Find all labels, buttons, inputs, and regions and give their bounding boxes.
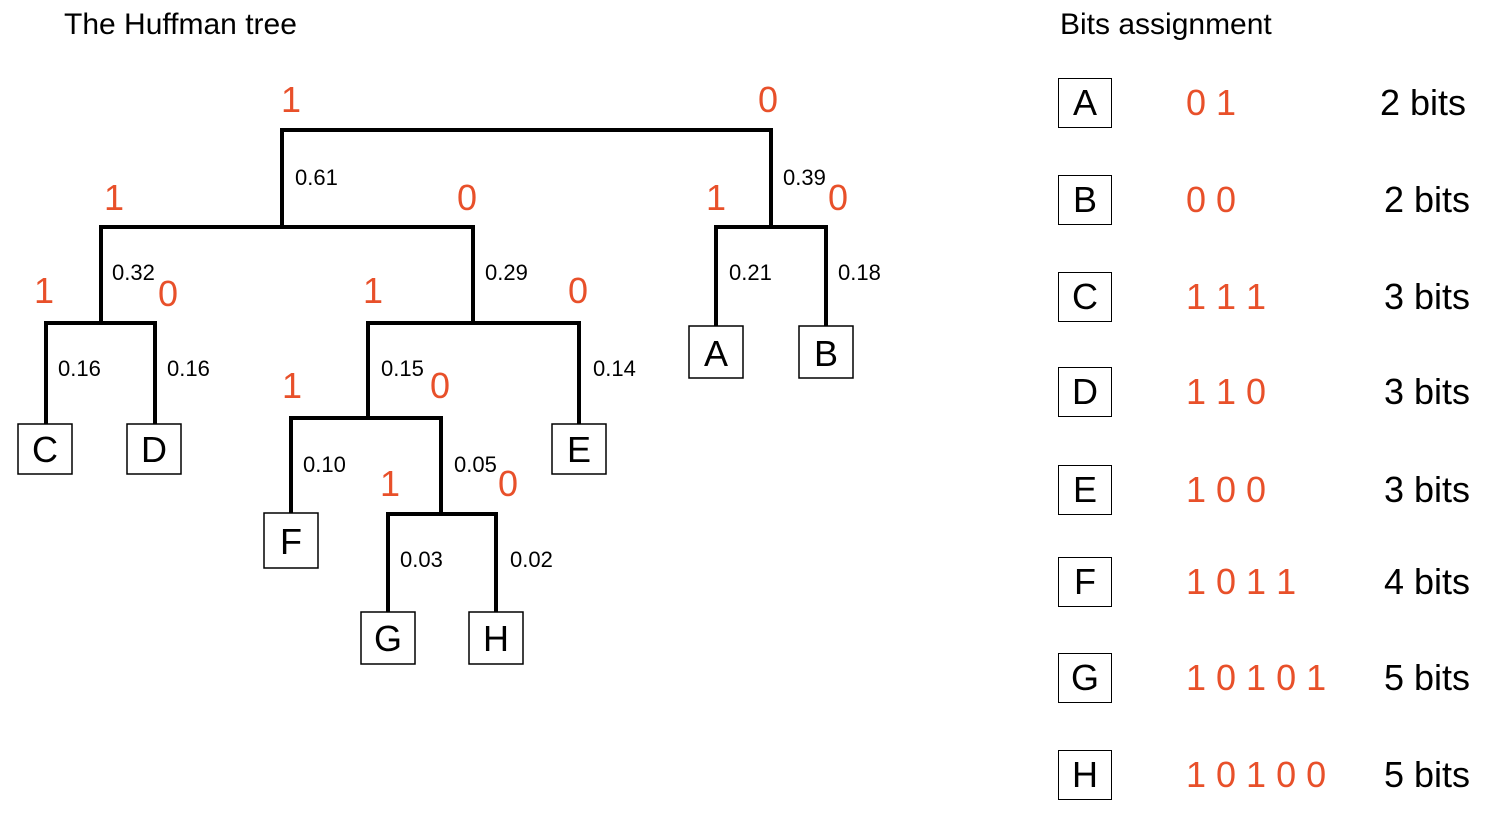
prob-029-right: 0.14 xyxy=(593,356,636,381)
prob-039-right: 0.18 xyxy=(838,260,881,285)
edge-node-061 xyxy=(99,225,475,325)
leaf-F: F xyxy=(263,512,319,569)
assignment-symbol: B xyxy=(1058,175,1112,225)
assignment-symbol: D xyxy=(1058,367,1112,417)
assignment-bit-count: 3 bits xyxy=(1384,371,1471,412)
bits-assignment-title: Bits assignment xyxy=(1060,8,1272,41)
bit-029-left: 1 xyxy=(363,270,383,311)
prob-061-left: 0.32 xyxy=(112,260,155,285)
prob-root-left: 0.61 xyxy=(295,165,338,190)
assignment-symbol: F xyxy=(1058,557,1112,607)
leaf-H-label: H xyxy=(483,618,509,659)
assignment-bit-count: 5 bits xyxy=(1384,754,1471,795)
assignment-row-H: H 1 0 1 0 0 5 bits xyxy=(1058,750,1498,802)
bit-labels: 1 0 1 0 1 0 1 0 1 0 1 0 1 0 xyxy=(34,79,848,504)
leaf-A: A xyxy=(688,325,744,379)
leaf-C-label: C xyxy=(32,429,58,470)
assignment-row-G: G 1 0 1 0 1 5 bits xyxy=(1058,653,1498,705)
assignment-code: 1 1 1 xyxy=(1186,276,1267,317)
edge-node-039 xyxy=(714,225,828,328)
leaf-nodes: A B C D E F G H xyxy=(17,325,854,665)
leaf-E-label: E xyxy=(567,429,591,470)
assignment-row-F: F 1 0 1 1 4 bits xyxy=(1058,557,1498,609)
leaf-B: B xyxy=(798,325,854,379)
assignment-code: 0 0 xyxy=(1186,179,1237,220)
assignment-code: 0 1 xyxy=(1186,82,1237,123)
edge-node-032 xyxy=(44,321,157,426)
bit-root-left: 1 xyxy=(281,79,301,120)
bit-032-right: 0 xyxy=(158,273,178,314)
assignment-row-C: C 1 1 1 3 bits xyxy=(1058,272,1498,324)
leaf-D-label: D xyxy=(141,429,167,470)
assignment-symbol: H xyxy=(1058,750,1112,800)
prob-015-right: 0.05 xyxy=(454,452,497,477)
assignment-symbol: G xyxy=(1058,653,1112,703)
leaf-G-label: G xyxy=(374,618,402,659)
assignment-code: 1 1 0 xyxy=(1186,371,1267,412)
leaf-D: D xyxy=(126,423,182,475)
bit-039-right: 0 xyxy=(828,177,848,218)
assignment-code: 1 0 1 0 1 xyxy=(1186,657,1327,698)
assignment-symbol: C xyxy=(1058,272,1112,322)
prob-005-left: 0.03 xyxy=(400,547,443,572)
assignment-bit-count: 3 bits xyxy=(1384,469,1471,510)
assignment-row-D: D 1 1 0 3 bits xyxy=(1058,367,1498,419)
bit-039-left: 1 xyxy=(706,177,726,218)
prob-032-right: 0.16 xyxy=(167,356,210,381)
assignment-bit-count: 4 bits xyxy=(1384,561,1471,602)
probability-labels: 0.61 0.39 0.32 0.29 0.21 0.18 0.16 0.16 … xyxy=(58,165,881,572)
prob-061-right: 0.29 xyxy=(485,260,528,285)
edge-node-015 xyxy=(289,416,443,516)
prob-root-right: 0.39 xyxy=(783,165,826,190)
leaf-F-label: F xyxy=(280,521,302,562)
leaf-A-label: A xyxy=(704,333,728,374)
bit-061-right: 0 xyxy=(457,177,477,218)
bit-root-right: 0 xyxy=(758,79,778,120)
leaf-E: E xyxy=(551,423,607,475)
assignment-code: 1 0 1 1 xyxy=(1186,561,1297,602)
leaf-B-label: B xyxy=(814,333,838,374)
assignment-bit-count: 2 bits xyxy=(1384,179,1471,220)
bit-005-left: 1 xyxy=(380,463,400,504)
tree-edges xyxy=(44,128,828,614)
assignment-bit-count: 5 bits xyxy=(1384,657,1471,698)
assignment-code: 1 0 1 0 0 xyxy=(1186,754,1327,795)
edge-node-005 xyxy=(386,512,498,614)
assignment-bit-count: 3 bits xyxy=(1384,276,1471,317)
assignment-bit-count: 2 bits xyxy=(1380,82,1467,123)
bit-015-left: 1 xyxy=(282,365,302,406)
bit-061-left: 1 xyxy=(104,177,124,218)
prob-005-right: 0.02 xyxy=(510,547,553,572)
prob-029-left: 0.15 xyxy=(381,356,424,381)
assignment-row-A: A 0 1 2 bits xyxy=(1058,78,1498,130)
leaf-G: G xyxy=(360,611,416,665)
leaf-H: H xyxy=(468,611,524,665)
assignment-row-B: B 0 0 2 bits xyxy=(1058,175,1498,227)
prob-032-left: 0.16 xyxy=(58,356,101,381)
assignment-symbol: A xyxy=(1058,78,1112,128)
bit-015-right: 0 xyxy=(430,365,450,406)
prob-039-left: 0.21 xyxy=(729,260,772,285)
huffman-tree-diagram: 0.61 0.39 0.32 0.29 0.21 0.18 0.16 0.16 … xyxy=(17,79,881,665)
prob-015-left: 0.10 xyxy=(303,452,346,477)
edge-node-029 xyxy=(366,321,581,426)
assignment-row-E: E 1 0 0 3 bits xyxy=(1058,465,1498,517)
bit-005-right: 0 xyxy=(498,463,518,504)
bit-029-right: 0 xyxy=(568,270,588,311)
assignment-code: 1 0 0 xyxy=(1186,469,1267,510)
assignment-symbol: E xyxy=(1058,465,1112,515)
bit-032-left: 1 xyxy=(34,270,54,311)
leaf-C: C xyxy=(17,423,73,475)
edge-root xyxy=(280,128,773,229)
tree-title: The Huffman tree xyxy=(64,8,297,41)
